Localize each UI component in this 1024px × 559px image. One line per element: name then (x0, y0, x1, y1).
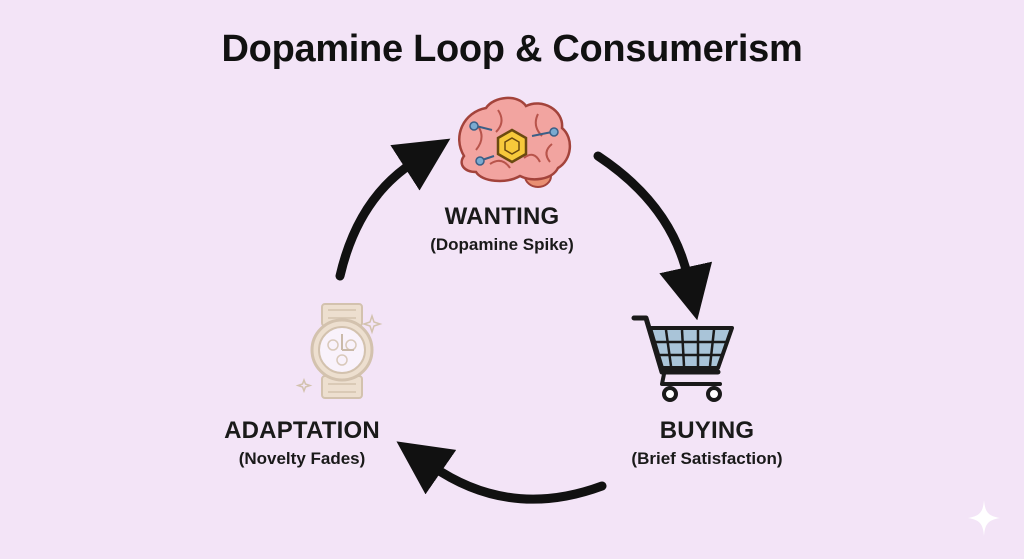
node-adaptation: ADAPTATION (Novelty Fades) (192, 417, 412, 469)
node-wanting-sublabel: (Dopamine Spike) (430, 235, 574, 254)
node-adaptation-sublabel: (Novelty Fades) (238, 449, 366, 468)
arrow-adaptation-to-wanting (335, 138, 451, 281)
node-buying-sublabel: (Brief Satisfaction) (631, 449, 783, 468)
node-buying-label: BUYING (659, 417, 755, 444)
node-adaptation-label: ADAPTATION (224, 417, 380, 444)
shopping-cart-icon (631, 315, 734, 402)
arrow-wanting-to-buying (593, 151, 713, 321)
node-buying: BUYING (Brief Satisfaction) (592, 417, 822, 469)
faded-watch-icon (295, 303, 383, 399)
diagram-title: Dopamine Loop & Consumerism (221, 28, 803, 70)
arrow-buying-to-adaptation (396, 441, 607, 504)
sparkle-icon (968, 500, 1000, 536)
brain-dopamine-icon (458, 96, 571, 188)
node-wanting-label: WANTING (444, 203, 560, 230)
node-wanting: WANTING (Dopamine Spike) (392, 203, 612, 255)
